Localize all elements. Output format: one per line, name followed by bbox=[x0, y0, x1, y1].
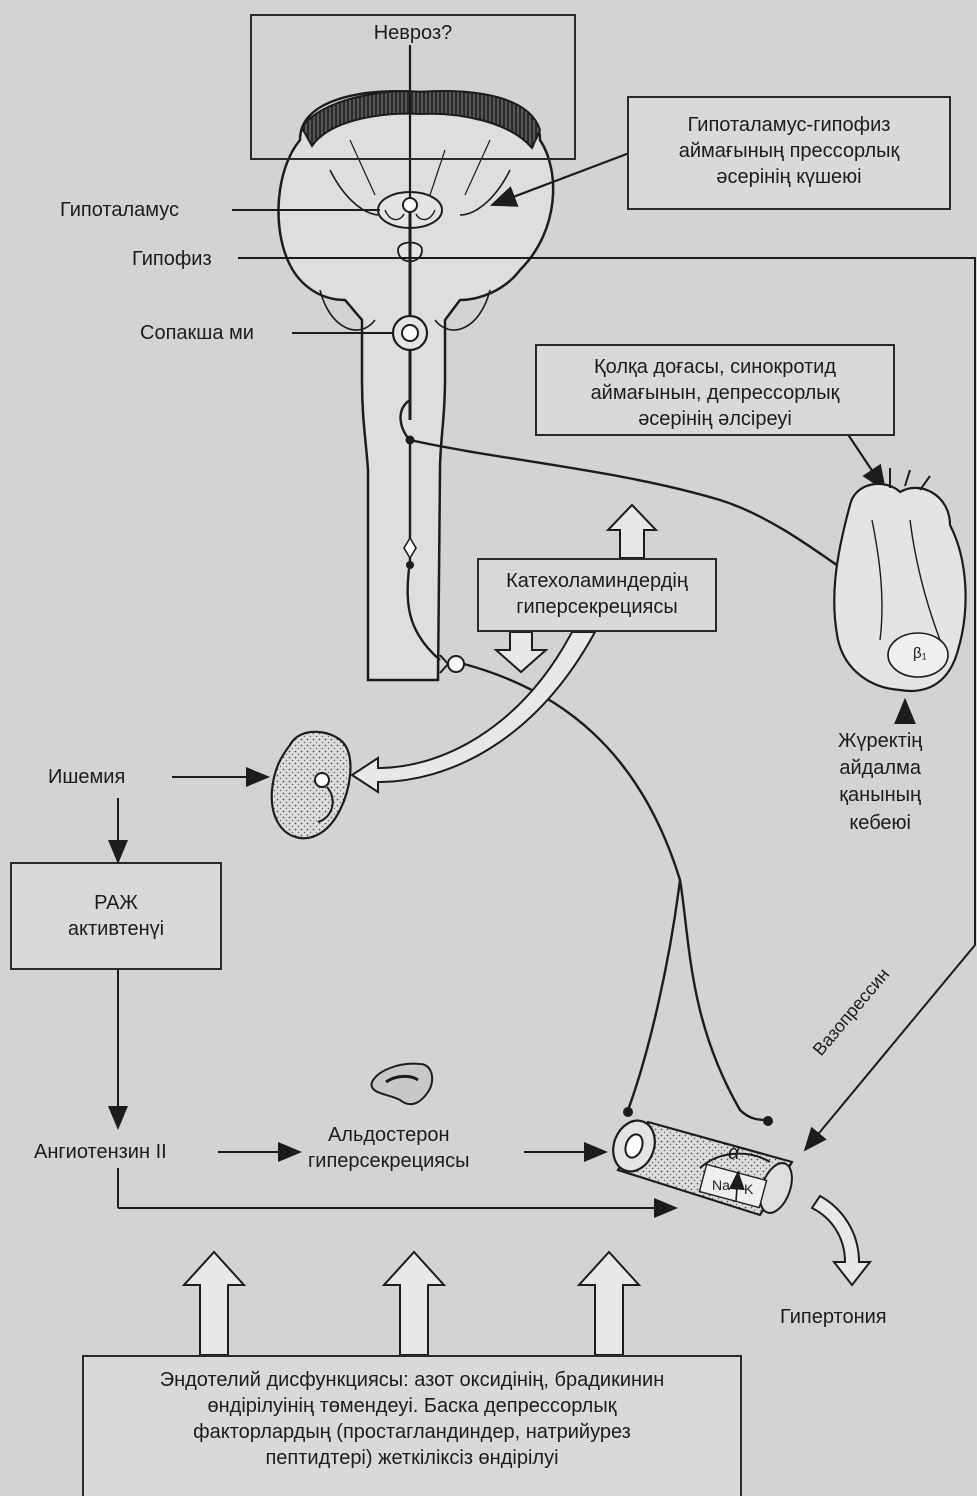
hypothalamus-box-line-1: Гипоталамус-гипофиз bbox=[629, 112, 949, 138]
endothelial-line-2: өндірілуінің төмендеуі. Баска депрессорл… bbox=[84, 1393, 740, 1419]
neurosis-box: Невроз? bbox=[250, 14, 576, 160]
hypertension-arrow bbox=[812, 1196, 870, 1285]
hypothalamus-box-line-3: әсерінің күшеюі bbox=[629, 164, 949, 190]
beta1-label: β₁ bbox=[913, 644, 927, 664]
cardiac-output-line-2: айдалма bbox=[838, 755, 922, 782]
aortic-box-line-1: Қолқа доғасы, синокротид bbox=[537, 354, 893, 380]
raas-line-1: РАЖ bbox=[12, 890, 220, 916]
aortic-box-line-3: әсерінің әлсіреуі bbox=[537, 406, 893, 432]
aortic-box-line-2: аймағынын, депрессорлық bbox=[537, 380, 893, 406]
raas-line-2: активтенүі bbox=[12, 916, 220, 942]
hypertension-label: Гипертония bbox=[780, 1304, 887, 1330]
adrenal-gland-illustration bbox=[372, 1064, 433, 1104]
angiotensin-label: Ангиотензин II bbox=[34, 1139, 167, 1165]
catecholamines-box: Катехоламиндердің гиперсекрециясы bbox=[477, 558, 717, 632]
alpha-label: α bbox=[728, 1140, 739, 1166]
endothelial-line-3: факторлардың (простагландиндер, натрийур… bbox=[84, 1419, 740, 1445]
raas-box: РАЖ активтенүі bbox=[10, 862, 222, 970]
endothelial-arrows bbox=[184, 1252, 639, 1355]
aortic-arch-box: Қолқа доғасы, синокротид аймағынын, депр… bbox=[535, 344, 895, 436]
cardiac-output-line-1: Жүректің bbox=[838, 728, 922, 755]
endothelial-dysfunction-box: Эндотелий дисфункциясы: азот оксидінің, … bbox=[82, 1355, 742, 1496]
hypothalamus-box-line-2: аймағының прессорлық bbox=[629, 138, 949, 164]
cardiac-output-line-4: кебеюі bbox=[838, 810, 922, 837]
catecholamines-line-2: гиперсекрециясы bbox=[479, 594, 715, 620]
heart-illustration bbox=[834, 468, 965, 691]
k-label: K bbox=[744, 1180, 753, 1198]
pituitary-label: Гипофиз bbox=[132, 246, 212, 272]
hypothalamus-pressor-box: Гипоталамус-гипофиз аймағының прессорлық… bbox=[627, 96, 951, 210]
cardiac-output-line-3: қанының bbox=[838, 782, 922, 809]
neurosis-label: Невроз? bbox=[252, 20, 574, 46]
endothelial-line-4: пептидтері) жеткіліксіз өндірілуі bbox=[84, 1445, 740, 1471]
catecholamines-line-1: Катехоламиндердің bbox=[479, 568, 715, 594]
medulla-label: Сопакша ми bbox=[140, 320, 254, 346]
blood-vessel-illustration bbox=[606, 1115, 798, 1217]
hypothalamus-label: Гипоталамус bbox=[60, 197, 179, 223]
aldosterone-line-1: Альдостерон bbox=[308, 1122, 470, 1148]
kidney-illustration bbox=[272, 732, 351, 838]
endothelial-line-1: Эндотелий дисфункциясы: азот оксидінің, … bbox=[84, 1367, 740, 1393]
cardiac-output-label: Жүректің айдалма қанының кебеюі bbox=[838, 728, 922, 837]
ischemia-label: Ишемия bbox=[48, 764, 125, 790]
na-label: Na bbox=[712, 1176, 730, 1194]
aldosterone-line-2: гиперсекрециясы bbox=[308, 1148, 470, 1174]
aldosterone-label: Альдостерон гиперсекрециясы bbox=[308, 1122, 470, 1174]
